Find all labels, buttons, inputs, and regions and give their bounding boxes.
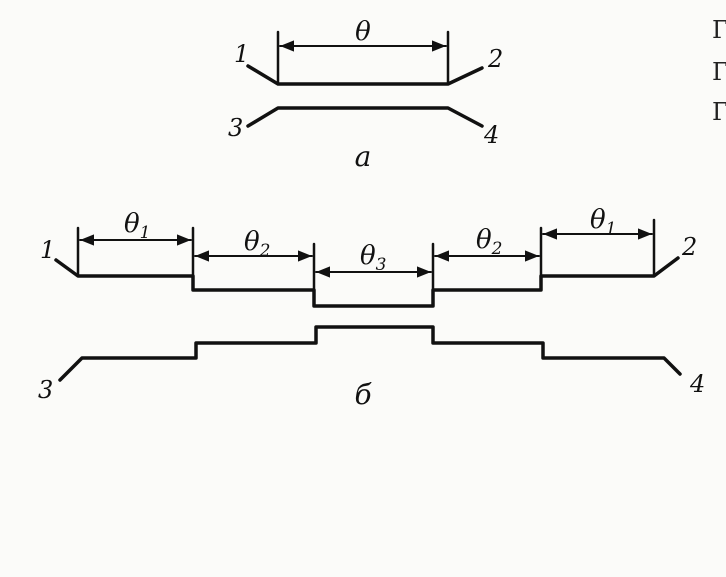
edge-text-2: Г xyxy=(712,58,726,86)
diagram-a: θ 1 2 3 4 а xyxy=(228,17,503,173)
label-theta1-left: θ1 xyxy=(124,209,150,243)
port-2-a: 2 xyxy=(487,45,503,73)
edge-text-1: Г xyxy=(712,16,726,44)
port-3-a: 3 xyxy=(228,114,243,142)
diagram-b: θ1 θ2 θ3 θ2 θ1 1 2 3 4 б xyxy=(38,205,705,411)
label-theta1-right: θ1 xyxy=(590,205,616,239)
port-1-b: 1 xyxy=(40,236,55,264)
port-1-a: 1 xyxy=(234,40,249,68)
line-lower-a xyxy=(246,106,484,128)
label-theta3: θ3 xyxy=(360,241,386,275)
line-lower-b xyxy=(58,325,682,382)
edge-text-3: Г xyxy=(712,98,726,126)
caption-a: а xyxy=(355,140,372,173)
port-3-b: 3 xyxy=(38,376,53,404)
label-theta2-left: θ2 xyxy=(244,227,270,261)
label-theta2-right: θ2 xyxy=(476,225,502,259)
port-2-b: 2 xyxy=(681,233,697,261)
caption-b: б xyxy=(354,378,372,411)
port-4-b: 4 xyxy=(689,370,705,398)
line-upper-b xyxy=(54,256,680,308)
port-4-a: 4 xyxy=(483,121,499,149)
line-upper-a xyxy=(246,64,484,86)
label-theta: θ xyxy=(355,17,371,47)
